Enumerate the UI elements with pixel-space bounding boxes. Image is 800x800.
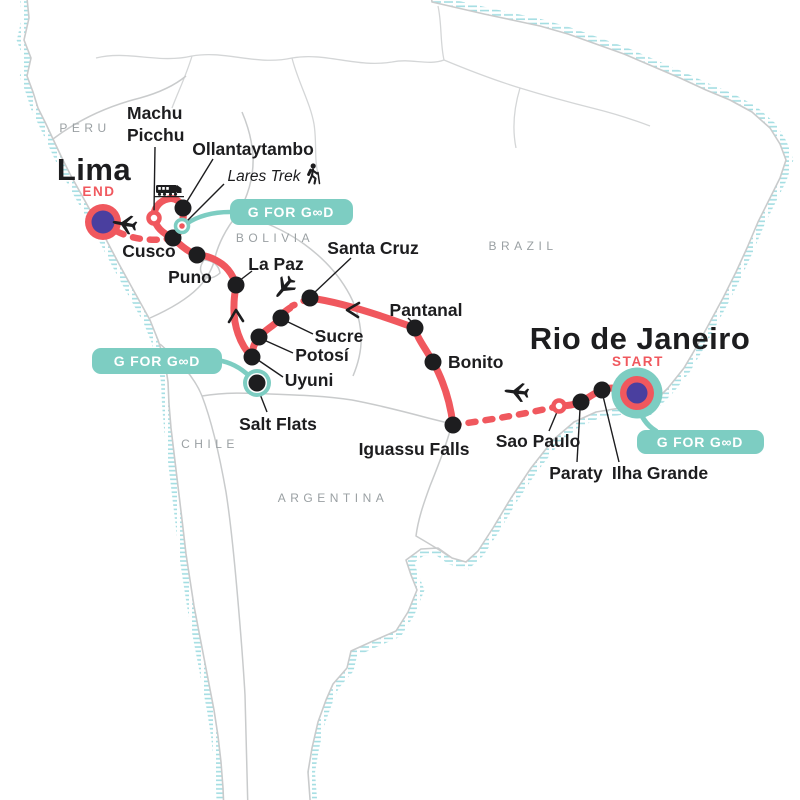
stop-label-sucre: Sucre xyxy=(315,326,364,346)
flight-sao-paulo-to-iguassu xyxy=(449,402,563,429)
leader-lares-trek xyxy=(186,183,225,222)
train-icon xyxy=(154,185,184,198)
direction-arrow-north xyxy=(227,308,245,324)
country-labels: PERU BOLIVIA BRAZIL CHILE ARGENTINA xyxy=(59,121,557,505)
stop-label-cusco: Cusco xyxy=(122,241,175,261)
leader-sao-paulo xyxy=(548,411,558,432)
stop-label-machu-picchu-line1: Machu xyxy=(127,103,182,123)
stop-ring-machu-picchu xyxy=(146,210,162,226)
g-for-good-badge-rio xyxy=(637,430,764,454)
direction-arrows xyxy=(227,301,361,324)
stop-label-potosi: Potosí xyxy=(295,345,350,365)
stop-dot-ilha-grande xyxy=(593,381,611,399)
stop-dot-uyuni xyxy=(243,348,261,366)
stop-dot-puno xyxy=(188,246,206,264)
stop-dot-santa-cruz xyxy=(301,289,319,307)
leader-potosi xyxy=(263,339,294,354)
stop-dot-la-paz xyxy=(227,276,245,294)
stop-label-puno: Puno xyxy=(168,267,212,287)
direction-arrow-west xyxy=(345,301,361,319)
landmass xyxy=(23,0,787,800)
stop-marker-lares-trek xyxy=(173,217,191,235)
stop-label-paraty: Paraty xyxy=(549,463,603,483)
route-pantanal-to-santa-cruz xyxy=(306,294,419,332)
country-label-bolivia: BOLIVIA xyxy=(236,231,314,245)
start-tag: START xyxy=(612,354,664,369)
stop-label-pantanal: Pantanal xyxy=(390,300,463,320)
stop-dot-ollantaytambo xyxy=(174,199,192,217)
end-tag: END xyxy=(82,184,115,199)
leader-machu-picchu xyxy=(153,146,156,212)
stop-labels: Ilha Grande Paraty Sao Paulo Iguassu Fal… xyxy=(122,103,708,483)
stop-label-uyuni: Uyuni xyxy=(285,370,334,390)
stop-dot-iguassu-falls xyxy=(444,416,462,434)
stop-label-machu-picchu-line2: Picchu xyxy=(127,125,184,145)
stop-marker-salt-flats xyxy=(243,369,271,397)
stop-dot-pantanal xyxy=(406,319,424,337)
stop-label-ollantaytambo: Ollantaytambo xyxy=(192,139,314,159)
leader-ilha-grande xyxy=(602,395,620,463)
country-borders xyxy=(52,75,453,800)
start-city-title: Rio de Janeiro xyxy=(530,321,751,356)
rivers xyxy=(95,5,651,175)
endpoint-titles: Lima END Rio de Janeiro START xyxy=(57,152,750,369)
stop-dot-paraty xyxy=(572,393,590,411)
country-label-chile: CHILE xyxy=(181,437,239,451)
leader-santa-cruz xyxy=(313,257,352,294)
stop-label-lares-trek: Lares Trek xyxy=(228,168,302,185)
country-label-argentina: ARGENTINA xyxy=(278,491,389,505)
stop-dot-potosi xyxy=(250,328,268,346)
hiker-icon xyxy=(307,163,321,185)
g-for-good-badge-salt-flats-label: G FOR G∞D xyxy=(114,353,200,369)
stop-dot-cusco xyxy=(164,229,182,247)
stop-ring-sao-paulo xyxy=(551,398,567,414)
g-for-good-badge-salt-flats xyxy=(92,348,222,374)
end-marker-lima xyxy=(85,204,121,240)
leader-sucre xyxy=(285,320,314,335)
g-for-good-badge-cusco xyxy=(230,199,353,225)
leader-ollantaytambo xyxy=(185,158,214,204)
leader-uyuni xyxy=(257,359,284,378)
plane-icon-sucre-flight xyxy=(276,275,297,298)
country-label-peru: PERU xyxy=(59,121,110,135)
stop-label-salt-flats: Salt Flats xyxy=(239,414,317,434)
stop-label-sao-paulo: Sao Paulo xyxy=(496,431,581,451)
stop-label-santa-cruz: Santa Cruz xyxy=(327,238,419,258)
stop-label-la-paz: La Paz xyxy=(248,254,304,274)
stop-label-iguassu-falls: Iguassu Falls xyxy=(359,439,470,459)
stop-label-bonito: Bonito xyxy=(448,352,503,372)
stop-dot-sucre xyxy=(272,309,290,327)
leader-paraty xyxy=(576,408,581,463)
g-for-good-badge-cusco-label: G FOR G∞D xyxy=(248,204,334,220)
g-for-good-badges: G FOR G∞D G FOR G∞D G FOR G∞D xyxy=(92,199,764,454)
country-label-brazil: BRAZIL xyxy=(488,239,557,253)
g-for-good-badge-rio-label: G FOR G∞D xyxy=(657,434,743,450)
end-city-title: Lima xyxy=(57,152,132,187)
stop-markers xyxy=(85,199,663,434)
plane-icon-lima-flight xyxy=(112,215,138,235)
start-marker-rio xyxy=(611,367,663,419)
stop-dot-bonito xyxy=(424,353,442,371)
stop-label-ilha-grande: Ilha Grande xyxy=(612,463,709,483)
transport-icons xyxy=(112,163,530,403)
plane-icon-iguassu-flight xyxy=(504,383,530,403)
